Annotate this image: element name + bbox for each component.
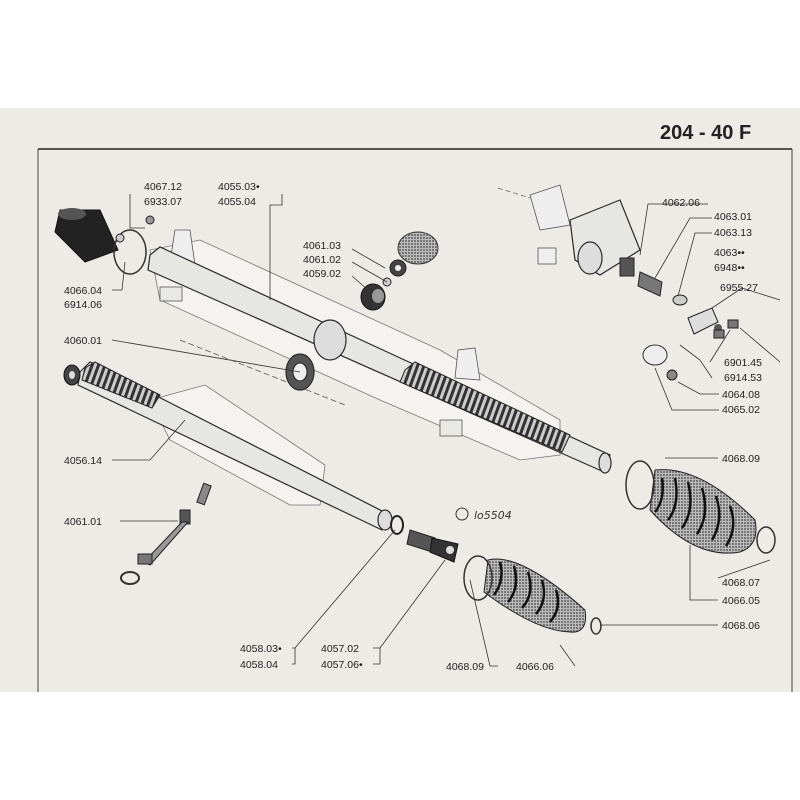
bushing-parts [360,231,439,311]
part-label: 6948•• [714,262,745,274]
part-label: 6901.45 [724,357,762,369]
large-bellows-part [625,460,776,554]
part-label: 4065.02 [722,404,760,416]
part-label: 6955.27 [720,282,758,294]
part-label: 4057.06• [321,659,363,671]
part-label: 4068.09 [722,453,760,465]
end-cap-part [54,208,155,275]
valve-assembly [497,184,739,381]
lower-tube-assembly [63,361,393,531]
handwritten-note: lo5504 [474,509,512,522]
part-label: 4068.06 [722,620,760,632]
part-label: 4059.02 [303,268,341,280]
part-label: 6914.53 [724,372,762,384]
part-label: 4061.01 [64,516,102,528]
part-label: 4063.01 [714,211,752,223]
part-label: 4067.12 [144,181,182,193]
part-label: 4068.07 [722,577,760,589]
leader-lines [111,194,781,667]
part-label: 4064.08 [722,389,760,401]
part-label: 6914.06 [64,299,102,311]
upper-rack-housing [147,229,612,474]
part-label: 6933.07 [144,196,182,208]
part-labels: 4067.12 6933.07 4055.03• 4055.04 4061.03… [64,181,762,673]
part-label: 4058.04 [240,659,278,671]
part-label: 4056.14 [64,455,102,467]
part-label: 4061.03 [303,240,341,252]
part-label: 4055.04 [218,196,256,208]
part-label: 4062.06 [662,197,700,209]
part-label: 4066.05 [722,595,760,607]
part-label: 4063.13 [714,227,752,239]
part-label: 4068.09 [446,661,484,673]
part-label: 4060.01 [64,335,102,347]
part-label: 4063•• [714,247,745,259]
page-title: 204 - 40 F [660,122,751,144]
part-label: 4066.06 [516,661,554,673]
part-label: 4066.04 [64,285,102,297]
part-label: 4061.02 [303,254,341,266]
tie-rod-end-part [390,515,459,563]
small-bellows-part [463,555,602,635]
part-label: 4055.03• [218,181,260,193]
part-label: 4057.02 [321,643,359,655]
bolt-part [120,482,212,585]
part-label: 4058.03• [240,643,282,655]
